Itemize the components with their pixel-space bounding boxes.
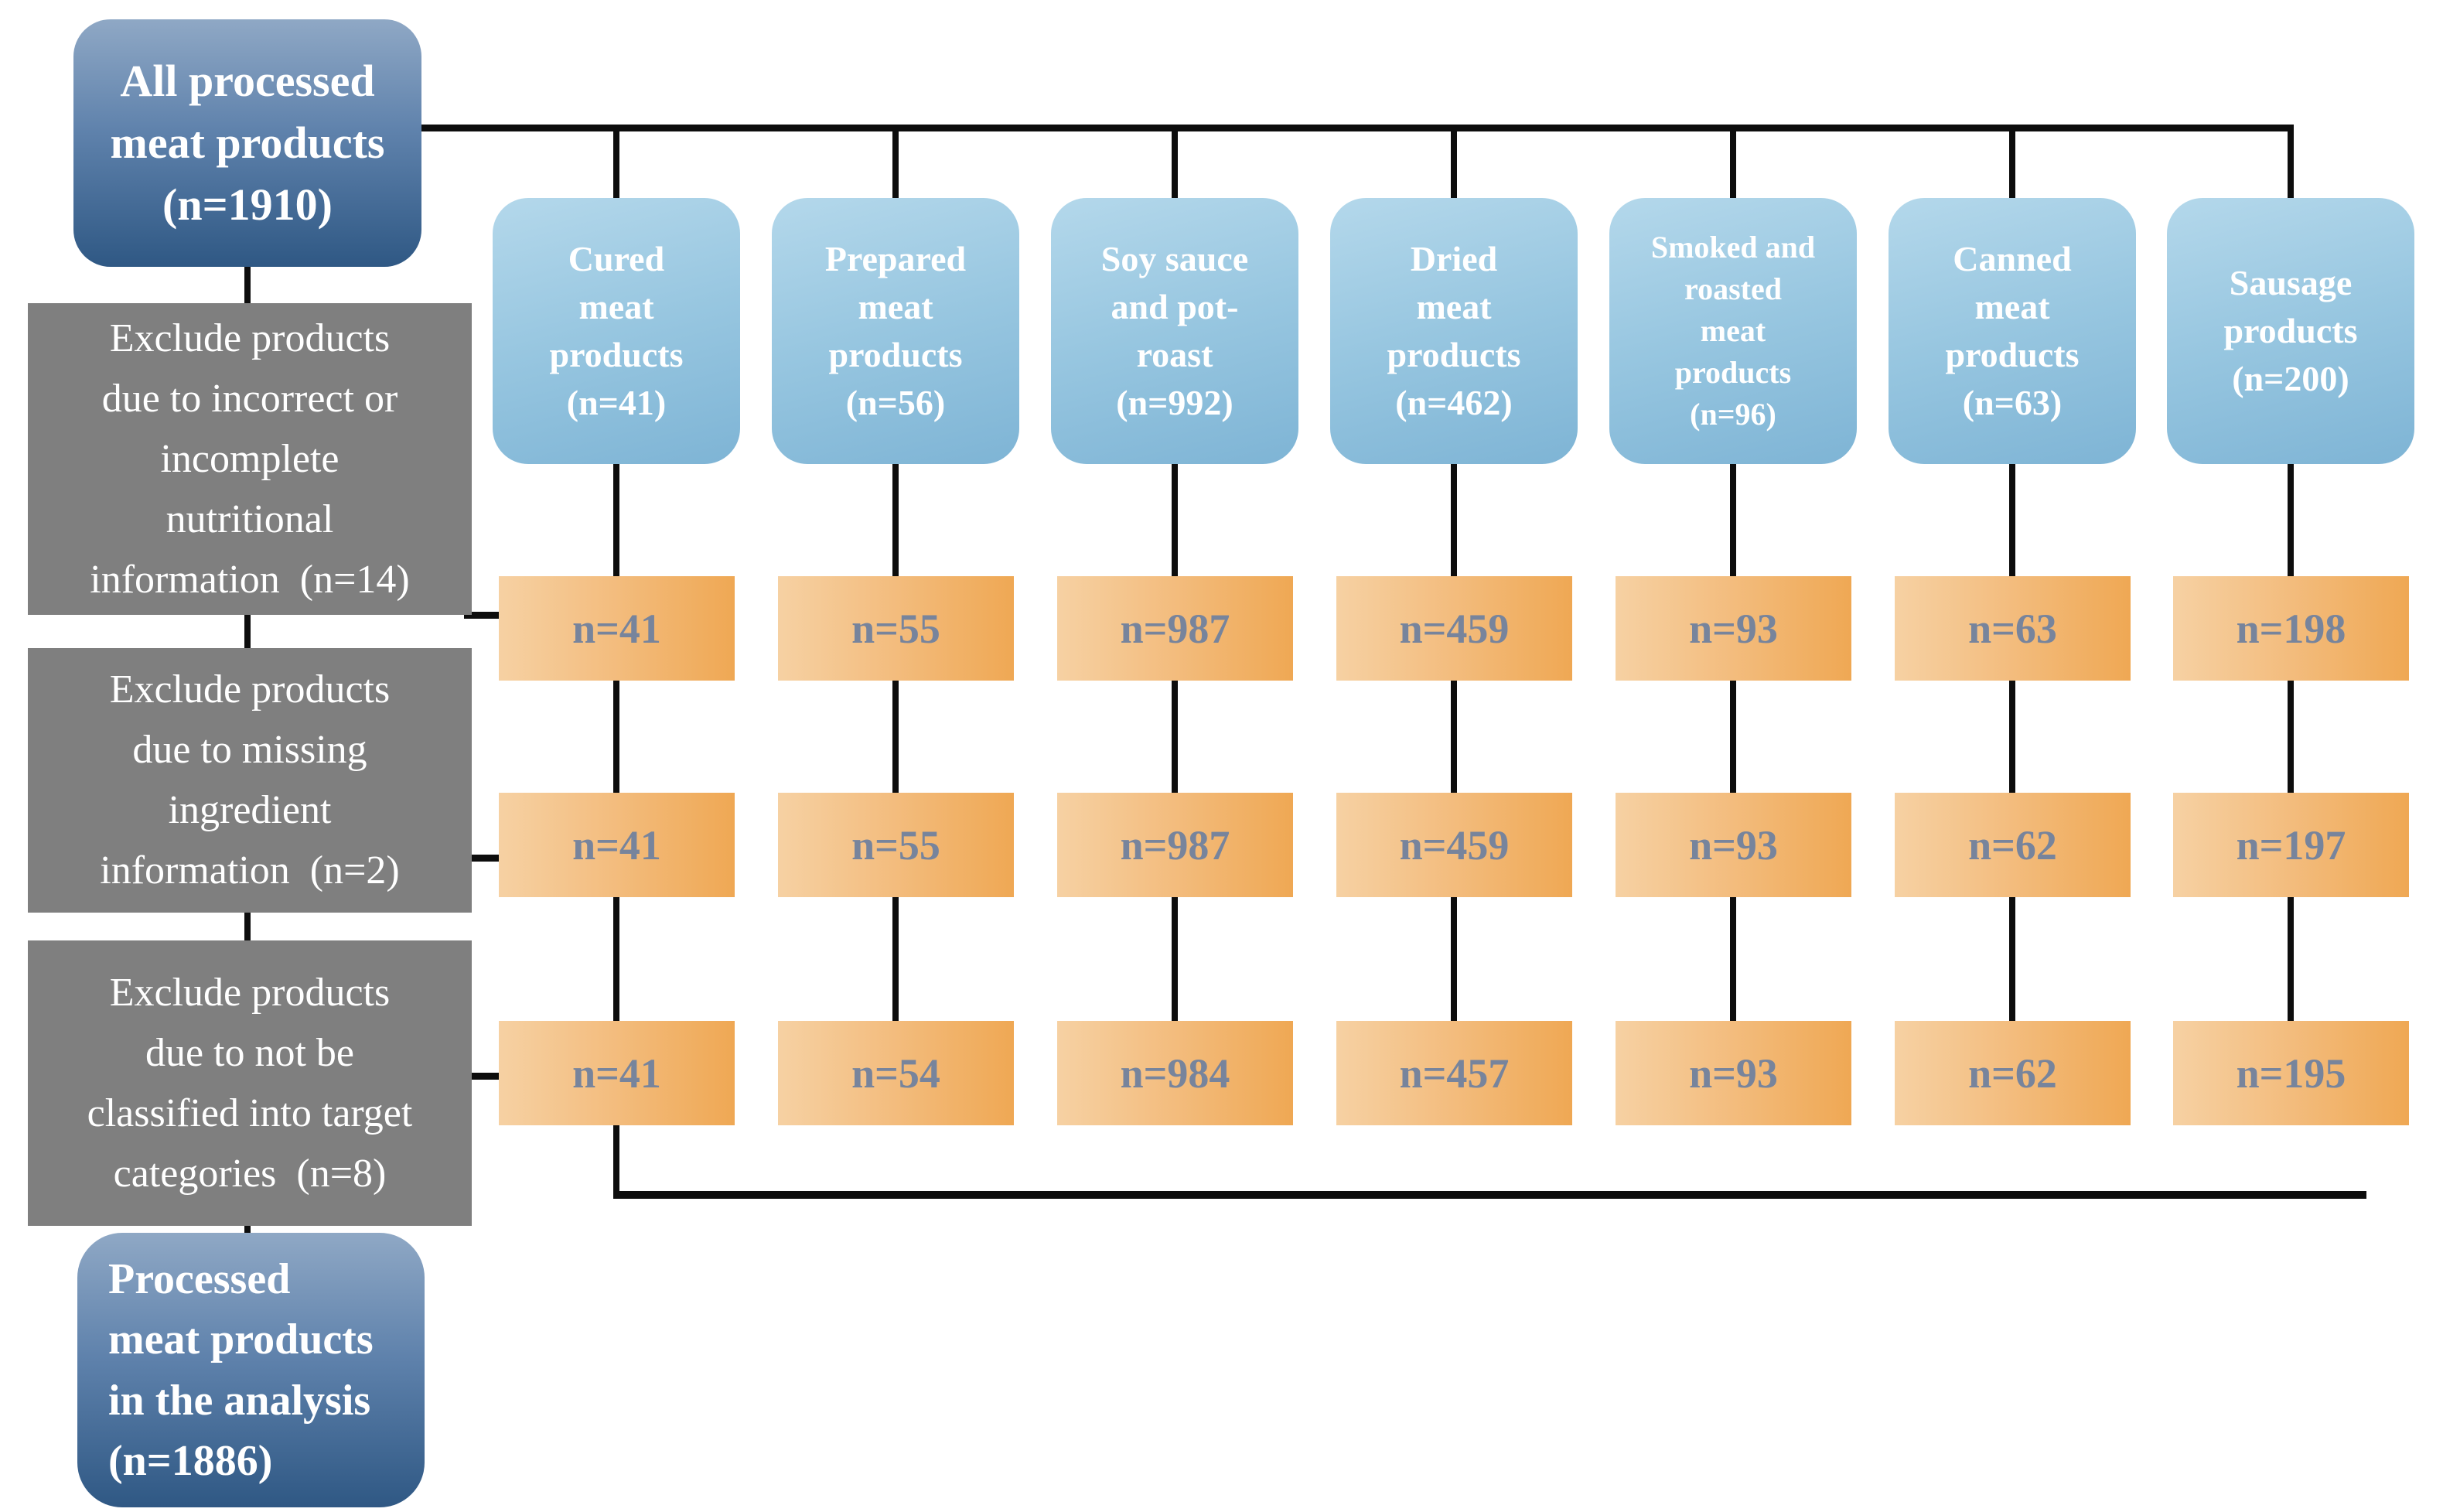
count-canned-row3: n=62 (1895, 1021, 2131, 1125)
connector-col7-drop (2288, 128, 2294, 201)
count-sausage-row3: n=195 (2173, 1021, 2409, 1125)
category-box-cured: Cured meat products (n=41) (493, 198, 740, 464)
category-box-soy-sauce: Soy sauce and pot- roast (n=992) (1051, 198, 1298, 464)
count-cured-row1: n=41 (499, 576, 735, 681)
count-soy-row3: n=984 (1057, 1021, 1293, 1125)
exclusion-box-nutritional: Exclude products due to incorrect or inc… (28, 303, 472, 615)
count-smoked-row2: n=93 (1616, 793, 1851, 897)
count-prepared-row2: n=55 (778, 793, 1014, 897)
connector-spine-4 (244, 1224, 251, 1235)
connector-stub-exclusion-1 (464, 612, 503, 619)
connector-col4-drop (1451, 128, 1457, 201)
count-sausage-row2: n=197 (2173, 793, 2409, 897)
category-box-dried: Dried meat products (n=462) (1330, 198, 1578, 464)
count-soy-row2: n=987 (1057, 793, 1293, 897)
count-canned-row2: n=62 (1895, 793, 2131, 897)
connector-col7-c (2288, 895, 2294, 1024)
count-prepared-row3: n=54 (778, 1021, 1014, 1125)
count-cured-row2: n=41 (499, 793, 735, 897)
connector-col6-drop (2009, 128, 2015, 201)
connector-col2-b (892, 678, 899, 796)
connector-col1-c (613, 895, 619, 1024)
connector-col4-a (1451, 462, 1457, 579)
connector-col6-c (2009, 895, 2015, 1024)
connector-col6-a (2009, 462, 2015, 579)
connector-col2-c (892, 895, 899, 1024)
connector-col5-a (1730, 462, 1736, 579)
connector-top-horizontal (418, 125, 2294, 131)
category-box-canned: Canned meat products (n=63) (1889, 198, 2136, 464)
category-box-smoked-roasted: Smoked and roasted meat products (n=96) (1609, 198, 1857, 464)
all-processed-meat-box: All processed meat products (n=1910) (73, 19, 421, 267)
connector-col3-drop (1172, 128, 1178, 201)
count-dried-row3: n=457 (1336, 1021, 1572, 1125)
connector-col5-drop (1730, 128, 1736, 201)
count-soy-row1: n=987 (1057, 576, 1293, 681)
exclusion-box-ingredient: Exclude products due to missing ingredie… (28, 648, 472, 913)
count-dried-row1: n=459 (1336, 576, 1572, 681)
connector-col1-a (613, 462, 619, 579)
connector-col4-b (1451, 678, 1457, 796)
connector-col4-c (1451, 895, 1457, 1024)
connector-col5-c (1730, 895, 1736, 1024)
connector-col3-b (1172, 678, 1178, 796)
connector-col3-c (1172, 895, 1178, 1024)
connector-col3-a (1172, 462, 1178, 579)
category-box-sausage: Sausage products (n=200) (2167, 198, 2414, 464)
count-sausage-row1: n=198 (2173, 576, 2409, 681)
connector-col6-b (2009, 678, 2015, 796)
connector-col1-drop (613, 128, 619, 201)
count-dried-row2: n=459 (1336, 793, 1572, 897)
connector-spine-2 (244, 613, 251, 650)
connector-spine-1 (244, 265, 251, 305)
exclusion-box-categories: Exclude products due to not be classifie… (28, 940, 472, 1226)
connector-col5-b (1730, 678, 1736, 796)
category-box-prepared: Prepared meat products (n=56) (772, 198, 1019, 464)
connector-col2-a (892, 462, 899, 579)
connector-stub-exclusion-3 (464, 1073, 503, 1080)
count-canned-row1: n=63 (1895, 576, 2131, 681)
count-prepared-row1: n=55 (778, 576, 1014, 681)
connector-spine-3 (244, 911, 251, 944)
connector-col7-a (2288, 462, 2294, 579)
final-analysis-box: Processed meat products in the analysis … (77, 1233, 425, 1507)
connector-col7-b (2288, 678, 2294, 796)
connector-col1-b (613, 678, 619, 796)
count-cured-row3: n=41 (499, 1021, 735, 1125)
connector-stub-exclusion-2 (464, 855, 503, 862)
count-smoked-row1: n=93 (1616, 576, 1851, 681)
connector-col1-to-bottom (613, 1123, 619, 1197)
connector-bottom-horizontal (613, 1191, 2366, 1199)
count-smoked-row3: n=93 (1616, 1021, 1851, 1125)
connector-col2-drop (892, 128, 899, 201)
